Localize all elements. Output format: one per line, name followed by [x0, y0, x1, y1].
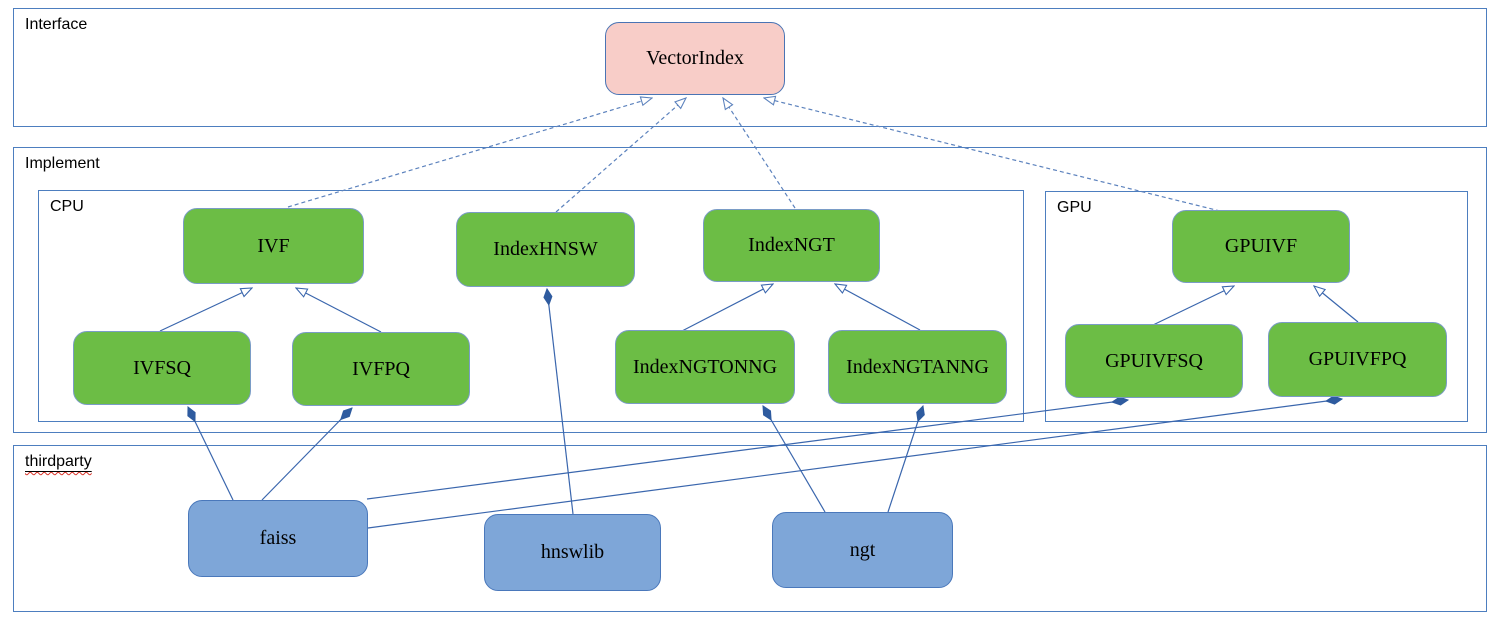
node-indexngtanng-label: IndexNGTANNG [846, 355, 989, 378]
node-ivfsq-label: IVFSQ [133, 356, 191, 379]
edge-composition-ngt-indexngtanng[interactable] [887, 406, 923, 513]
node-indexngtanng[interactable]: IndexNGTANNG [828, 330, 1007, 404]
edge-generalization-gpuivfpq-gpuivf[interactable] [1314, 286, 1359, 323]
node-ivf[interactable]: IVF [183, 208, 364, 284]
edge-generalization-indexngtonng-indexngt[interactable] [681, 284, 773, 332]
node-gpuivfpq-label: GPUIVFPQ [1308, 348, 1407, 370]
edge-composition-hnswlib-indexhnsw[interactable] [547, 289, 574, 515]
edge-generalization-ivfsq-ivf[interactable] [159, 288, 252, 332]
node-faiss-label: faiss [259, 527, 297, 549]
edge-realization-indexhnsw-vectorindex[interactable] [555, 98, 686, 213]
container-gpu[interactable]: GPU [1045, 191, 1468, 422]
node-gpuivfsq-label: GPUIVFSQ [1105, 349, 1203, 372]
node-gpuivfsq[interactable]: GPUIVFSQ [1065, 324, 1243, 398]
container-cpu-label: CPU [50, 198, 84, 215]
edge-generalization-ivfpq-ivf[interactable] [296, 288, 382, 333]
node-hnswlib[interactable]: hnswlib [484, 514, 661, 591]
edge-composition-faiss-gpuivfpq[interactable] [367, 399, 1342, 529]
container-implement-label: Implement [25, 155, 100, 172]
container-interface-label: Interface [25, 16, 88, 33]
node-indexngt-label: IndexNGT [748, 234, 835, 256]
edge-composition-faiss-ivfsq[interactable] [188, 407, 234, 501]
node-indexngt[interactable]: IndexNGT [703, 209, 880, 282]
node-ivf-label: IVF [257, 234, 290, 257]
node-ivfpq[interactable]: IVFPQ [292, 332, 470, 406]
node-ngt[interactable]: ngt [772, 512, 953, 588]
node-indexngtonng[interactable]: IndexNGTONNG [615, 330, 795, 404]
edge-composition-faiss-gpuivfsq[interactable] [366, 400, 1128, 500]
node-indexngtonng-label: IndexNGTONNG [632, 355, 778, 378]
container-implement[interactable]: Implement [13, 147, 1487, 433]
edge-realization-gpuivf-vectorindex[interactable] [764, 98, 1221, 212]
node-gpuivfpq[interactable]: GPUIVFPQ [1268, 322, 1447, 397]
edge-generalization-indexngtanng-indexngt[interactable] [835, 284, 921, 331]
node-vectorindex-label: VectorIndex [646, 47, 744, 69]
node-ngt-label: ngt [849, 538, 876, 561]
node-gpuivf-label: GPUIVF [1224, 235, 1298, 257]
node-hnswlib-label: hnswlib [540, 541, 605, 563]
node-vectorindex[interactable]: VectorIndex [605, 22, 785, 95]
node-ivfsq[interactable]: IVFSQ [73, 331, 251, 405]
container-thirdparty-label: thirdparty [25, 453, 92, 471]
node-faiss[interactable]: faiss [188, 500, 368, 577]
container-thirdparty-label-text: thirdparty [25, 453, 92, 470]
container-thirdparty[interactable]: thirdparty [13, 445, 1487, 612]
edge-realization-indexngt-vectorindex[interactable] [723, 98, 796, 209]
container-cpu[interactable]: CPU [38, 190, 1024, 422]
node-ivfpq-label: IVFPQ [352, 357, 410, 380]
container-gpu-label: GPU [1057, 199, 1092, 216]
edge-generalization-gpuivfsq-gpuivf[interactable] [1152, 286, 1234, 326]
node-gpuivf[interactable]: GPUIVF [1172, 210, 1350, 283]
edge-composition-ngt-indexngtonng[interactable] [763, 406, 826, 513]
node-indexhnsw-label: IndexHNSW [493, 238, 598, 260]
edge-realization-ivf-vectorindex[interactable] [287, 98, 652, 208]
container-interface[interactable]: Interface [13, 8, 1487, 127]
edge-composition-faiss-ivfpq[interactable] [261, 408, 352, 501]
node-indexhnsw[interactable]: IndexHNSW [456, 212, 635, 287]
